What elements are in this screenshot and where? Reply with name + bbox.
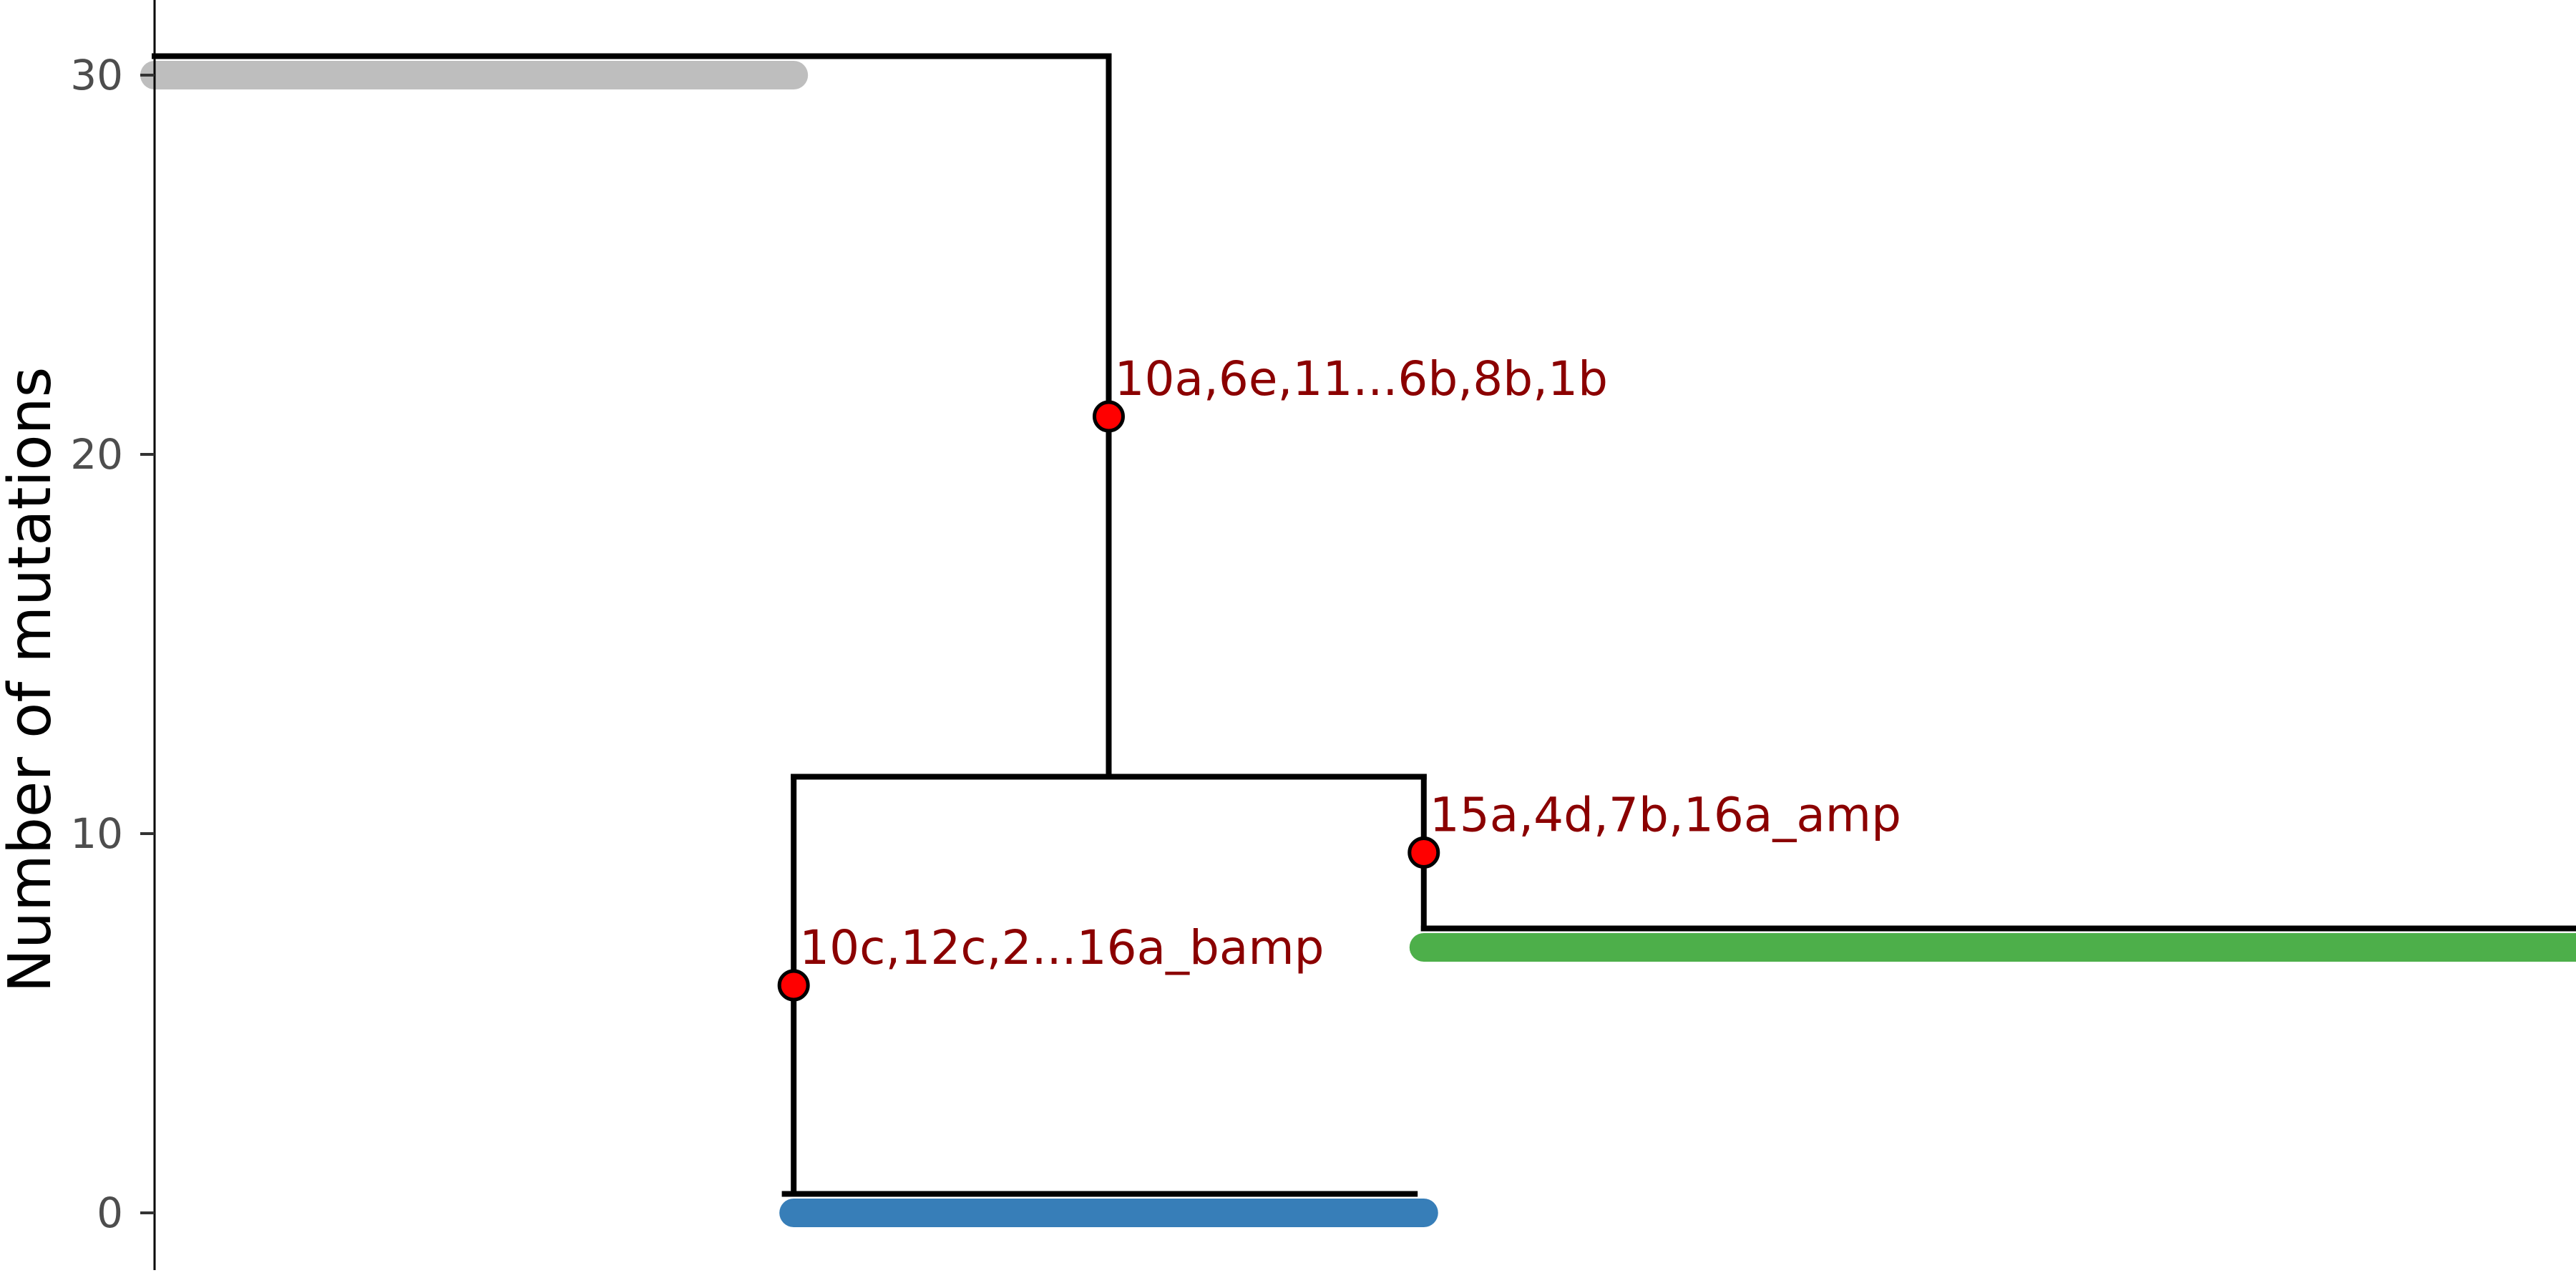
tree-nodes bbox=[777, 400, 1440, 1002]
tree-node-0 bbox=[1092, 400, 1125, 433]
tree-node-1 bbox=[777, 969, 810, 1002]
y-axis-title: Number of mutations bbox=[0, 367, 64, 993]
tree-branches bbox=[152, 53, 2576, 1197]
y-tick-label: 30 bbox=[70, 51, 123, 99]
node-label-1: 10c,12c,2...16a_bamp bbox=[799, 920, 1324, 975]
y-axis-ticks: 0 10 20 30 bbox=[70, 51, 155, 1237]
y-tick-label: 0 bbox=[97, 1189, 123, 1237]
y-tick-label: 10 bbox=[70, 809, 123, 858]
node-label-2: 15a,4d,7b,16a_amp bbox=[1430, 788, 1901, 843]
clone-bars bbox=[140, 61, 2576, 1227]
y-tick-label: 20 bbox=[70, 430, 123, 479]
node-labels: 10a,6e,11...6b,8b,1b 10c,12c,2...16a_bamp… bbox=[799, 351, 1901, 975]
node-label-0: 10a,6e,11...6b,8b,1b bbox=[1114, 351, 1608, 406]
tree-node-2 bbox=[1407, 836, 1440, 869]
